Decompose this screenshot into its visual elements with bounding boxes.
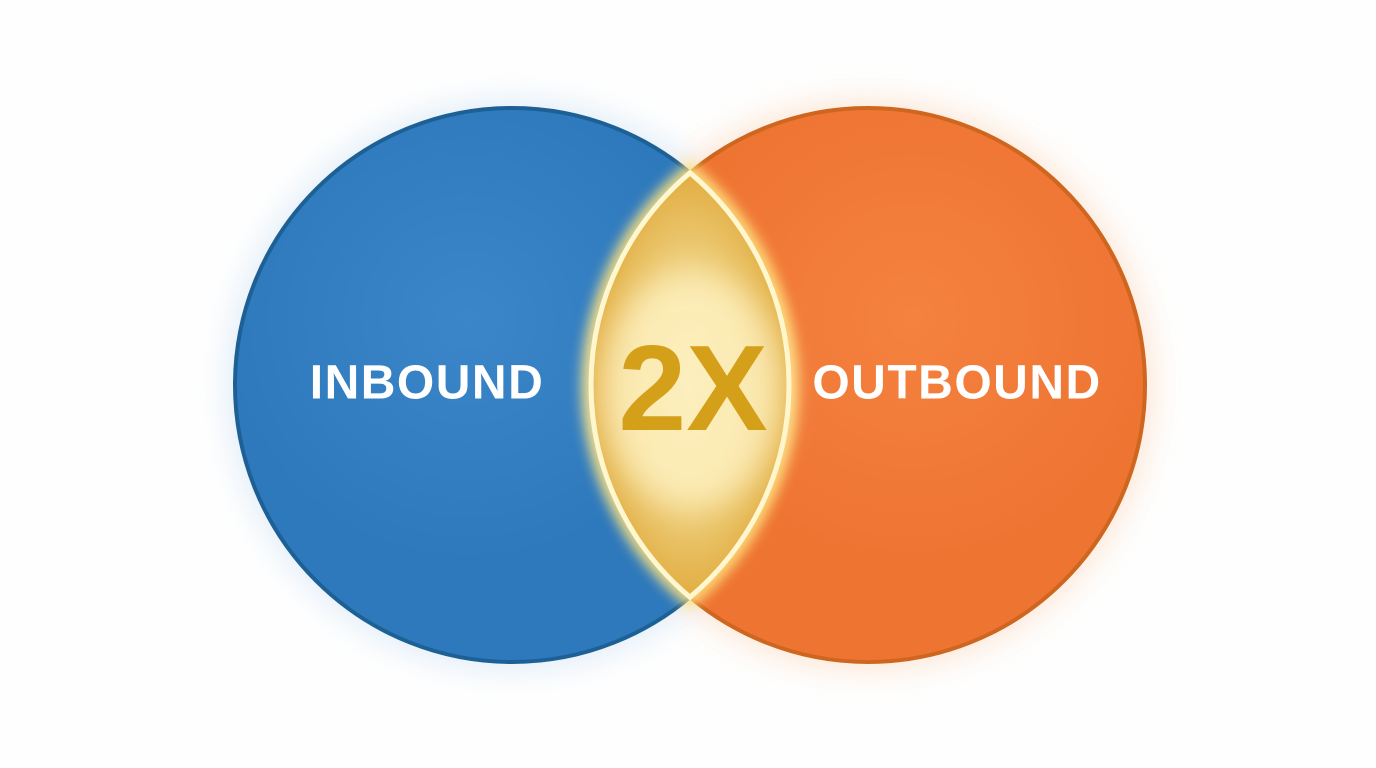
multiplier-label: 2X bbox=[618, 320, 767, 456]
outbound-label: OUTBOUND bbox=[812, 357, 1101, 410]
inbound-label: INBOUND bbox=[310, 357, 545, 410]
overlap-inner-glow bbox=[600, 272, 784, 508]
